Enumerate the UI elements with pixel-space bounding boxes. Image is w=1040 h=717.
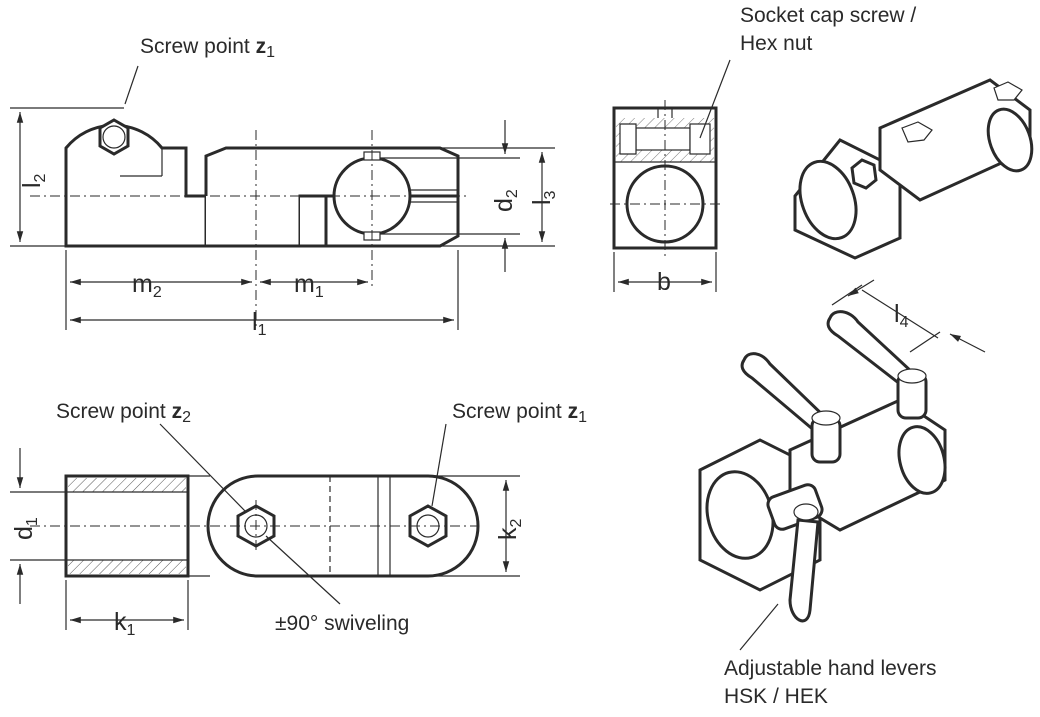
callout-socket-cap-line2: Hex nut xyxy=(740,32,813,55)
dim-label-l1: l1 xyxy=(252,308,267,339)
callout-hand-levers-line2: HSK / HEK xyxy=(724,685,828,708)
front-view: b Socket cap screw / Hex nut xyxy=(610,4,916,296)
dim-label-m1: m1 xyxy=(294,270,324,301)
hex-screw-icon xyxy=(98,118,130,156)
callout-socket-cap-line1: Socket cap screw / xyxy=(740,4,916,27)
dim-label-k1: k1 xyxy=(114,608,136,639)
dim-label-d2: d2 xyxy=(490,189,521,212)
hex-socket-icon xyxy=(901,121,933,143)
callout-screw-point-z1-top: Screw point z1 xyxy=(140,35,275,61)
dim-label-l4: l4 xyxy=(894,300,909,331)
dim-label-l2: l2 xyxy=(18,173,49,188)
callout-hand-levers-line1: Adjustable hand levers xyxy=(724,657,936,680)
iso-view-hand-levers: l4 Adjustable hand levers HSK / HEK xyxy=(698,279,986,708)
dim-label-k2: k2 xyxy=(494,519,525,541)
hex-socket-icon-2 xyxy=(993,81,1023,101)
hex-nut-z1-icon xyxy=(408,504,448,548)
dim-label-m2: m2 xyxy=(132,270,162,301)
callout-screw-point-z1-bottom: Screw point z1 xyxy=(452,400,587,426)
hex-nut-icon xyxy=(850,158,878,190)
callout-swiveling: ±90° swiveling xyxy=(275,612,409,635)
callout-screw-point-z2: Screw point z2 xyxy=(56,400,191,426)
dim-label-b: b xyxy=(657,268,671,296)
iso-view-screw xyxy=(793,78,1034,260)
dim-label-d1: d1 xyxy=(10,517,41,540)
side-view: l2 m2 m1 l1 d2 l3 Screw point z1 xyxy=(10,35,559,339)
dim-label-l3: l3 xyxy=(528,190,559,205)
top-view: d1 k2 k1 Screw point z2 Screw point z1 ±… xyxy=(10,400,587,639)
